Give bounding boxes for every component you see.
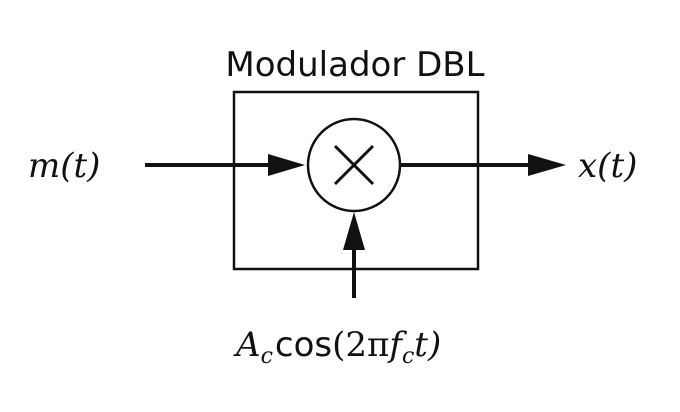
output-arrow [400,154,566,176]
diagram-title: Modulador DBL [225,45,484,85]
multiply-icon [333,144,375,186]
carrier-frequency-subscript: c [402,344,414,369]
carrier-amplitude: A [233,325,261,365]
multiplier-node [306,117,402,213]
carrier-open-paren: (2π [332,325,389,365]
input-arrow [145,154,305,176]
carrier-cos: cos [275,325,332,365]
carrier-label: Accos(2πfct) [233,325,441,369]
output-signal-label: x(t) [578,146,637,186]
input-signal-label: m(t) [28,146,100,186]
carrier-close: t) [414,325,441,365]
carrier-arrow [343,212,365,298]
carrier-amplitude-subscript: c [261,344,273,369]
